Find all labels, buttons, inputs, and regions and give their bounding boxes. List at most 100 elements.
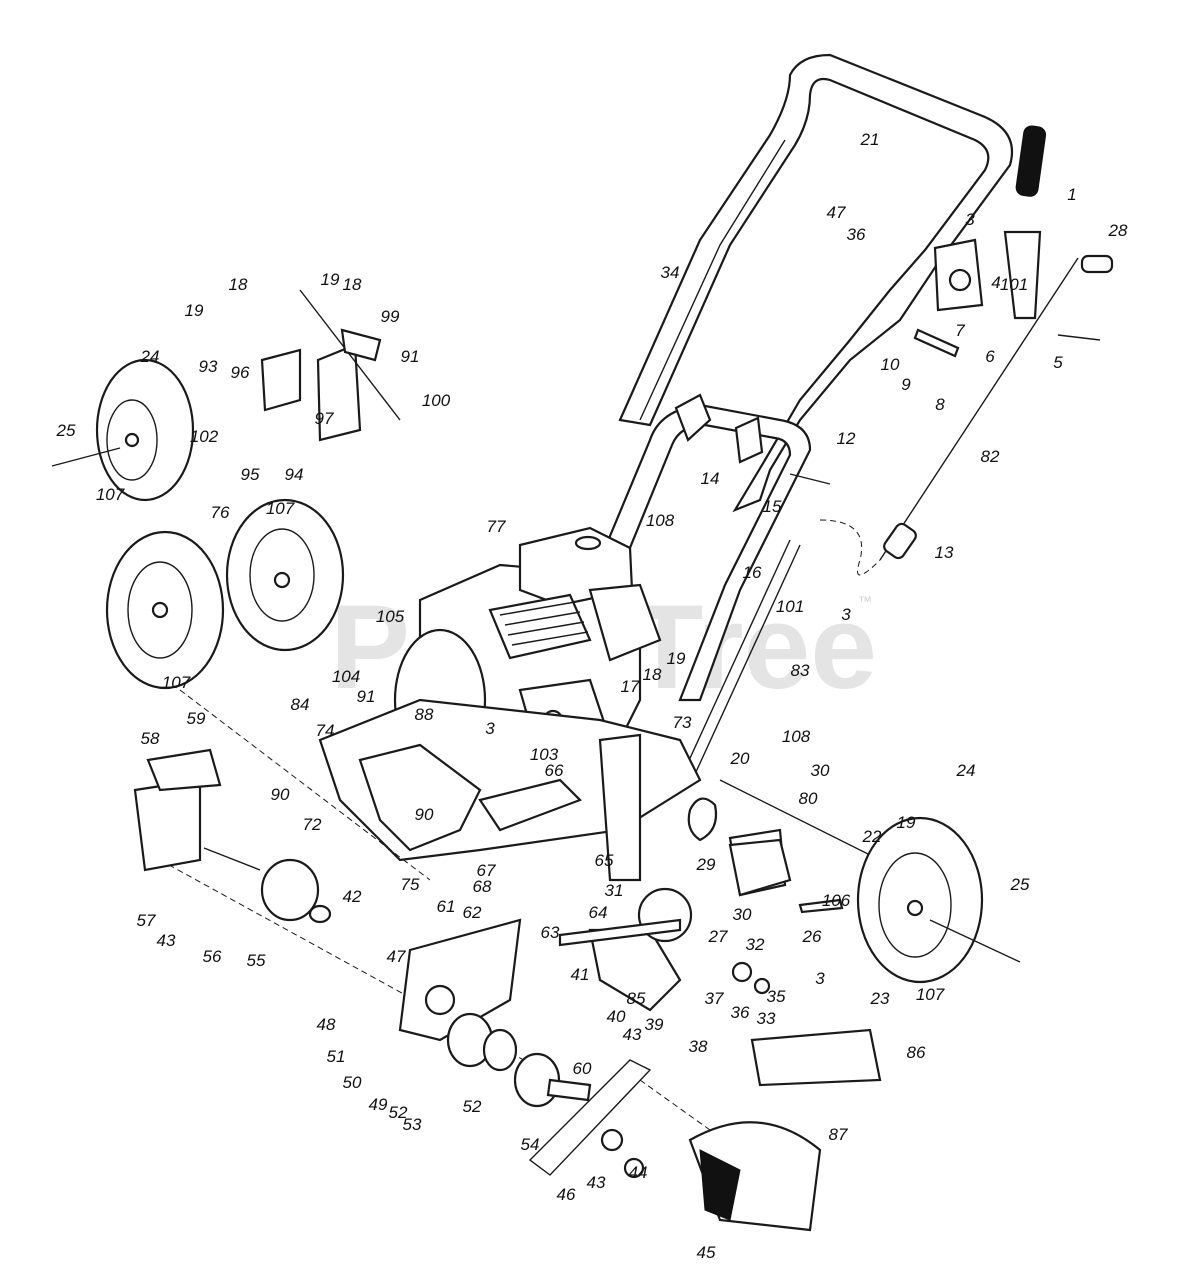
- callout-label: 19: [667, 649, 686, 668]
- callout-label: 76: [211, 503, 230, 522]
- callout-label: 48: [317, 1015, 336, 1034]
- callout-label: 47: [387, 947, 406, 966]
- callout-label: 87: [829, 1125, 848, 1144]
- callout-label: 23: [870, 989, 890, 1008]
- callout-label: 12: [837, 429, 856, 448]
- callout-label: 16: [743, 563, 762, 582]
- callout-label: 25: [56, 421, 76, 440]
- callout-label: 104: [332, 667, 360, 686]
- callout-label: 27: [708, 927, 728, 946]
- callout-label: 105: [376, 607, 405, 626]
- callout-label: 59: [187, 709, 206, 728]
- callout-label: 38: [689, 1037, 708, 1056]
- callout-label: 102: [190, 427, 219, 446]
- callout-label: 50: [343, 1073, 362, 1092]
- callout-label: 90: [271, 785, 290, 804]
- callout-label: 43: [623, 1025, 642, 1044]
- wheel-right: [856, 816, 1021, 984]
- callout-label: 3: [965, 210, 975, 229]
- callout-label: 30: [733, 905, 752, 924]
- callout-label: 20: [730, 749, 750, 768]
- callout-label: 107: [916, 985, 945, 1004]
- callout-label: 6: [985, 347, 995, 366]
- callout-label: 32: [746, 935, 765, 954]
- callout-label: 9: [901, 375, 911, 394]
- callout-label: 65: [595, 851, 614, 870]
- callout-label: 88: [415, 705, 434, 724]
- callout-label: 5: [1053, 353, 1063, 372]
- callout-label: 46: [557, 1185, 576, 1204]
- callout-label: 26: [802, 927, 822, 946]
- callout-label: 19: [185, 301, 204, 320]
- handle-grip: [1015, 125, 1047, 197]
- callout-label: 95: [241, 465, 260, 484]
- callout-label: 56: [203, 947, 222, 966]
- callout-label: 19: [321, 270, 340, 289]
- control-rod: [679, 257, 1079, 786]
- callout-label: 1: [1067, 185, 1076, 204]
- callout-label: 37: [705, 989, 724, 1008]
- callout-label: 33: [757, 1009, 776, 1028]
- callout-label: 44: [629, 1163, 648, 1182]
- handle-upper: [618, 53, 1014, 513]
- callout-label: 61: [437, 897, 456, 916]
- callout-label: 35: [767, 987, 786, 1006]
- callout-label: 85: [627, 989, 646, 1008]
- callout-label: 36: [731, 1003, 750, 1022]
- clutch-lever: [883, 230, 1114, 560]
- callout-label: 94: [285, 465, 304, 484]
- callout-label: 18: [229, 275, 248, 294]
- callout-label: 24: [140, 347, 160, 366]
- callout-label: 3: [815, 969, 825, 988]
- callout-label: 106: [822, 891, 851, 910]
- callout-label: 34: [661, 263, 680, 282]
- callout-label: 52: [463, 1097, 482, 1116]
- callout-label: 67: [477, 861, 496, 880]
- callout-label: 43: [587, 1173, 606, 1192]
- callout-label: 51: [327, 1047, 346, 1066]
- callout-label: 45: [697, 1243, 716, 1262]
- callout-label: 54: [521, 1135, 540, 1154]
- callout-label: 8: [935, 395, 945, 414]
- callout-label: 80: [799, 789, 818, 808]
- callout-label: 24: [956, 761, 976, 780]
- callout-label: 40: [607, 1007, 626, 1026]
- callout-label: 47: [827, 203, 846, 222]
- callout-label: 25: [1010, 875, 1030, 894]
- wheel-left-rear: [225, 498, 345, 652]
- callout-label: 22: [862, 827, 882, 846]
- callout-label: 86: [907, 1043, 926, 1062]
- wheel-left-upper: [51, 358, 195, 502]
- callout-label: 99: [381, 307, 400, 326]
- callout-label: 49: [369, 1095, 388, 1114]
- callout-label: 75: [401, 875, 420, 894]
- callout-label: 93: [199, 357, 218, 376]
- callout-label: 3: [485, 719, 495, 738]
- callout-label: 41: [571, 965, 590, 984]
- callout-label: 19: [897, 813, 916, 832]
- callout-label: 18: [343, 275, 362, 294]
- callout-label: 68: [473, 877, 492, 896]
- callout-label: 13: [935, 543, 954, 562]
- callout-label: 108: [646, 511, 675, 530]
- callout-label: 82: [981, 447, 1000, 466]
- callout-label: 107: [162, 673, 191, 692]
- height-adjust-bracket: [260, 289, 401, 442]
- callout-label: 96: [231, 363, 250, 382]
- callout-label: 107: [266, 499, 295, 518]
- callout-label: 100: [422, 391, 451, 410]
- callout-label: 15: [763, 497, 782, 516]
- callout-label: 91: [401, 347, 420, 366]
- callout-label: 62: [463, 903, 482, 922]
- callout-label: 91: [357, 687, 376, 706]
- callout-label: 10: [881, 355, 900, 374]
- callout-label: 97: [315, 409, 334, 428]
- callout-label: 60: [573, 1059, 592, 1078]
- callout-label: 83: [791, 661, 810, 680]
- callout-label: 107: [96, 485, 125, 504]
- callout-label: 18: [643, 665, 662, 684]
- callout-label: 77: [487, 517, 506, 536]
- callout-label: 84: [291, 695, 310, 714]
- wheel-left-front: [105, 530, 225, 690]
